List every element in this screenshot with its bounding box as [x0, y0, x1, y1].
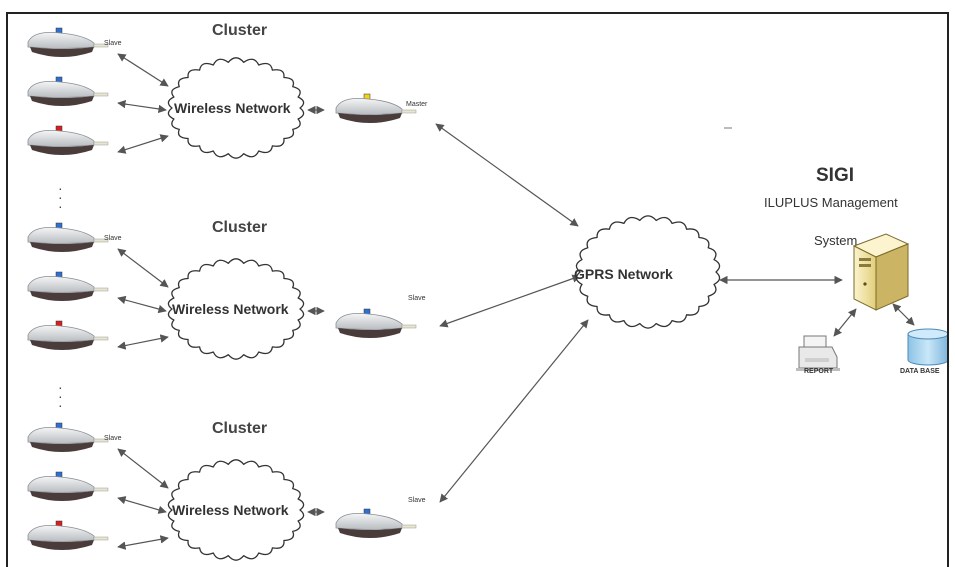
- sigi-title: SIGI: [816, 165, 855, 186]
- connection-arrow: [117, 134, 169, 154]
- connection-arrow: [117, 295, 167, 314]
- street-lamp-icon: [27, 76, 109, 106]
- cluster-title: Cluster: [212, 22, 268, 39]
- street-lamp-icon: [335, 93, 417, 123]
- gprs-network-label: GPRS Network: [574, 266, 673, 282]
- cloud-icon: [167, 459, 305, 561]
- street-lamp-icon: [27, 422, 109, 452]
- connection-arrow: [439, 319, 589, 503]
- street-lamp-icon: [335, 508, 417, 538]
- street-lamp-icon: [27, 520, 109, 550]
- lamp-nodes: [27, 27, 417, 550]
- slave-label: Slave: [104, 235, 122, 242]
- network-diagram: Cluster Cluster Cluster Wireless Network…: [6, 12, 949, 567]
- cluster-title: Cluster: [212, 219, 268, 236]
- cluster-title: Cluster: [212, 420, 268, 437]
- connection-arrow: [833, 308, 857, 337]
- street-lamp-icon: [27, 125, 109, 155]
- connection-arrow: [117, 496, 167, 514]
- diagram-canvas: [27, 27, 947, 561]
- slave-label: Slave: [408, 497, 426, 504]
- wireless-network-label: Wireless Network: [174, 100, 291, 116]
- slave-label: Slave: [104, 40, 122, 47]
- wireless-network-label: Wireless Network: [172, 502, 289, 518]
- ellipsis-dots: ···: [58, 379, 63, 413]
- connection-arrow: [117, 53, 169, 87]
- connection-arrow: [117, 248, 169, 288]
- street-lamp-icon: [335, 308, 417, 338]
- street-lamp-icon: [27, 320, 109, 350]
- cloud-icon: [167, 57, 305, 159]
- server-icon: [852, 233, 910, 311]
- connection-arrow: [117, 448, 169, 489]
- connection-arrow: [117, 535, 169, 550]
- slave-label: Slave: [104, 435, 122, 442]
- street-lamp-icon: [27, 271, 109, 301]
- cloud-icon: [167, 258, 305, 360]
- connection-arrow: [439, 274, 581, 328]
- street-lamp-icon: [27, 222, 109, 252]
- printer-icon: [796, 335, 840, 371]
- ellipsis-dots: ···: [58, 180, 63, 214]
- connection-arrows: [117, 53, 915, 550]
- connection-arrow: [117, 99, 167, 114]
- sigi-system-label: System: [814, 233, 858, 248]
- street-lamp-icon: [27, 27, 109, 57]
- slave-label: Slave: [408, 295, 426, 302]
- connection-arrow: [892, 303, 915, 326]
- cloud-icon: [575, 215, 721, 329]
- wireless-network-label: Wireless Network: [172, 301, 289, 317]
- connection-arrow: [117, 334, 169, 350]
- connection-arrow: [435, 123, 579, 227]
- street-lamp-icon: [27, 471, 109, 501]
- database-label: DATA BASE: [900, 368, 940, 375]
- sigi-subtitle: ILUPLUS Management: [764, 195, 898, 210]
- report-label: REPORT: [804, 368, 834, 375]
- master-label: Master: [406, 101, 428, 108]
- database-icon: [907, 328, 947, 366]
- cloud-shapes: [167, 57, 721, 561]
